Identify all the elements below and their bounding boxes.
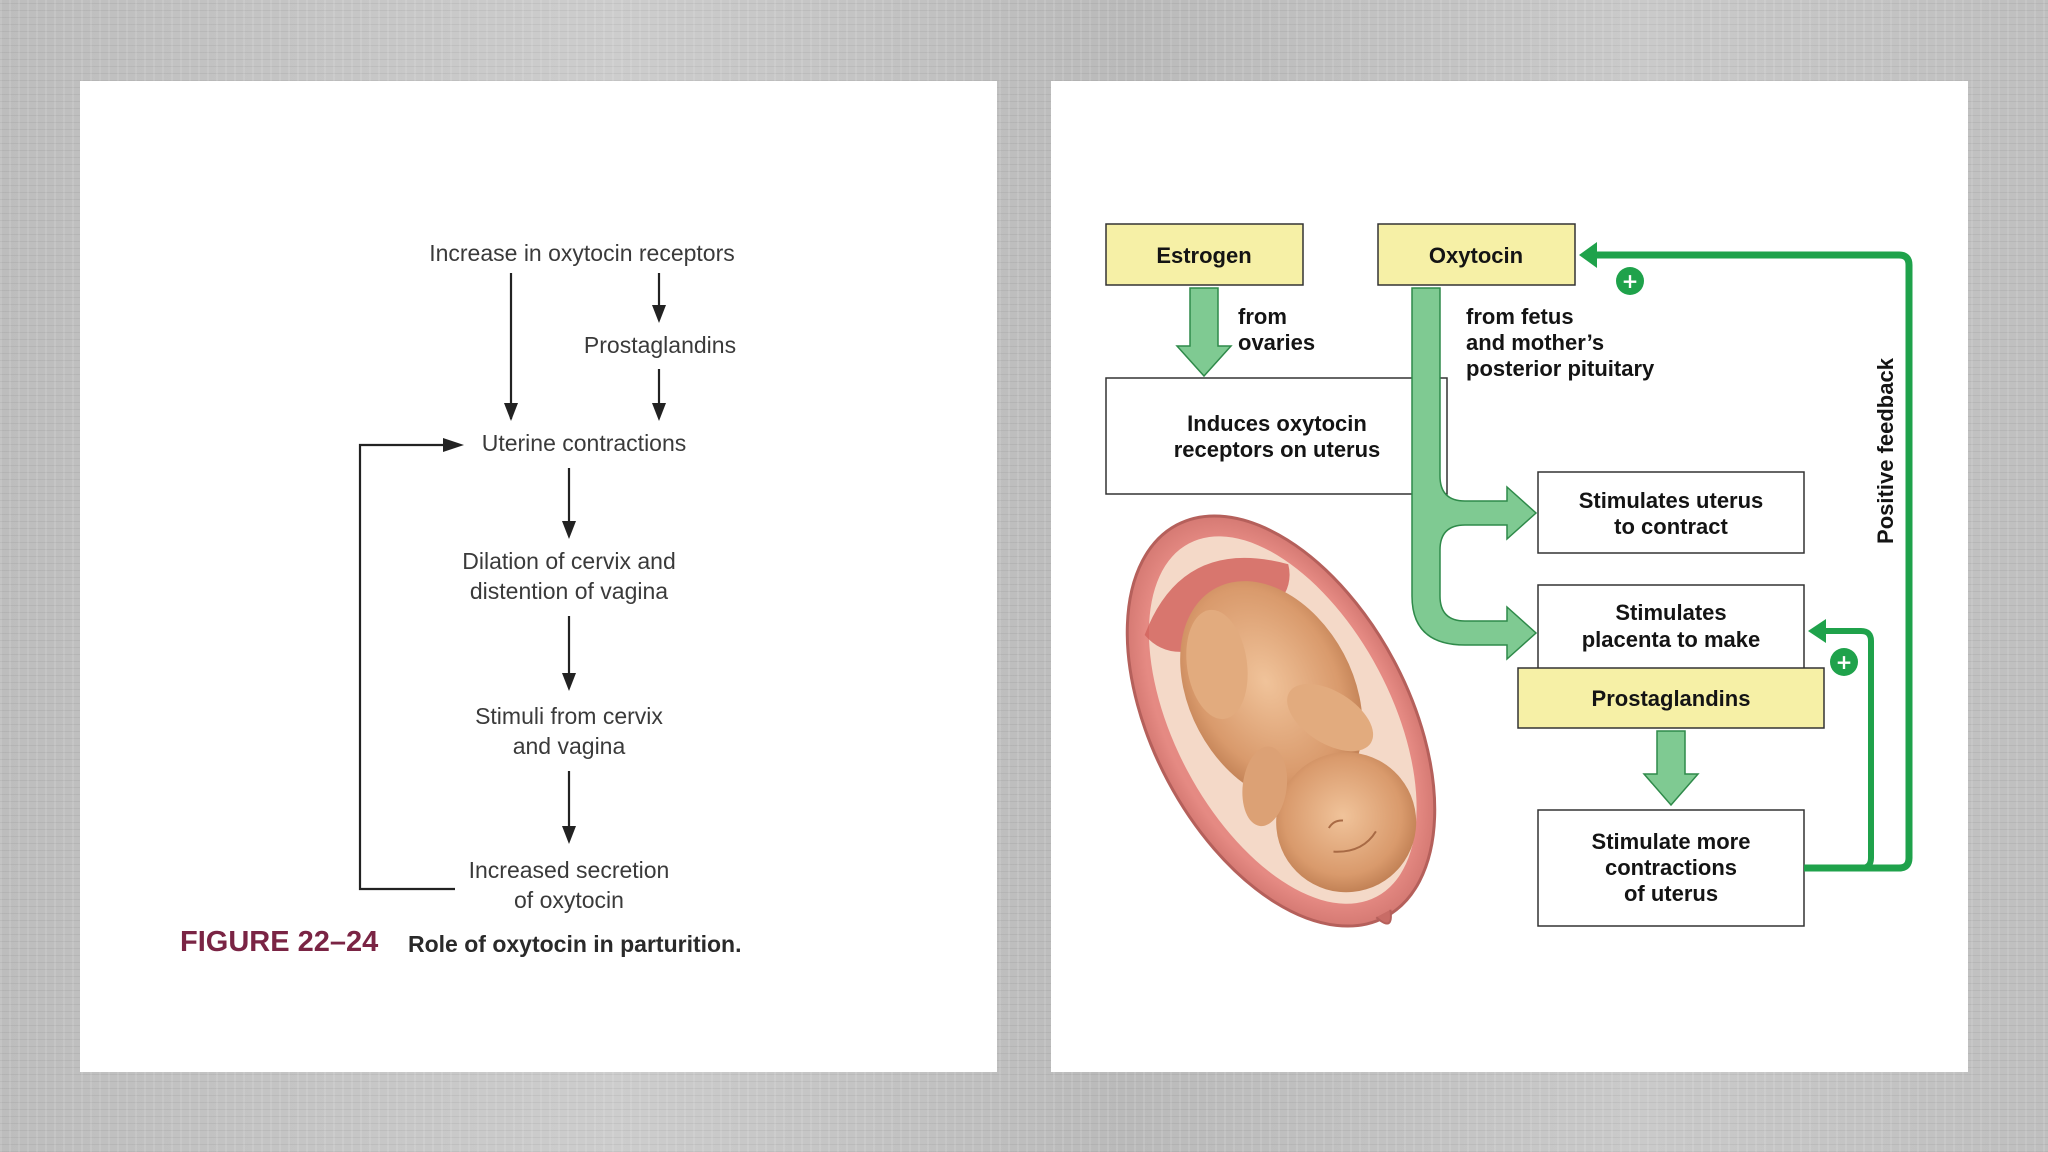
more-contractions-line3: of uterus [1624,881,1718,906]
prostaglandins-label: Prostaglandins [1592,686,1751,711]
positive-feedback-loop [1591,251,1913,872]
induces-line1: Induces oxytocin [1187,411,1367,436]
more-contractions-line1: Stimulate more [1592,829,1751,854]
left-figure-panel: Increase in oxytocin receptors Prostagla… [80,81,997,1072]
from-fetus-line3: posterior pituitary [1466,356,1655,381]
node-increase-receptors: Increase in oxytocin receptors [429,240,735,266]
node-uterine-contractions: Uterine contractions [482,430,687,456]
feedback-arrowhead [443,438,464,452]
arrowhead [504,403,518,421]
prostaglandins-arrow [1642,730,1700,807]
feedback-arrowhead-placenta [1808,619,1826,643]
stim-uterus-line2: to contract [1614,514,1728,539]
estrogen-box [1105,223,1304,286]
more-contractions-box [1537,809,1805,927]
stim-uterus-line1: Stimulates uterus [1579,488,1764,513]
node-dilation-line1: Dilation of cervix and [462,548,676,574]
estrogen-arrow [1175,287,1233,378]
plus-circle-inner [1830,648,1858,676]
arrowhead [562,826,576,844]
arrowhead [562,673,576,691]
from-ovaries-line2: ovaries [1238,330,1315,355]
from-fetus-line2: and mother’s [1466,330,1604,355]
oxytocin-arrow [1411,287,1538,661]
plus-symbol-inner: + [1836,650,1853,674]
feedback-loop-line [358,443,455,891]
from-fetus-line1: from fetus [1466,304,1574,329]
oxytocin-label: Oxytocin [1429,243,1523,268]
arrowhead [562,521,576,539]
stim-placenta-line1: Stimulates [1615,600,1726,625]
node-prostaglandins: Prostaglandins [584,332,736,358]
arrowhead [652,403,666,421]
oxytocin-flowchart: Increase in oxytocin receptors Prostagla… [180,240,742,958]
feedback-arrowhead-oxytocin [1579,242,1597,268]
plus-circle-top [1616,267,1644,295]
stimulates-placenta-box [1537,584,1805,673]
figure-number: FIGURE 22–24 [180,926,378,958]
node-stimuli-line2: and vagina [513,733,626,759]
induces-receptors-box [1105,377,1448,495]
positive-feedback-label: Positive feedback [1873,357,1898,544]
node-dilation-line2: distention of vagina [470,578,668,604]
node-stimuli-line1: Stimuli from cervix [475,703,663,729]
stimulates-uterus-box [1537,471,1805,554]
parturition-diagram: Estrogen Oxytocin Induces oxytocin recep… [1105,223,1913,928]
node-secretion-line2: of oxytocin [514,887,624,913]
oxytocin-box [1377,223,1576,286]
arrowhead [652,305,666,323]
prostaglandins-box [1517,667,1825,729]
estrogen-label: Estrogen [1156,243,1251,268]
more-contractions-line2: contractions [1605,855,1737,880]
inner-feedback-loop [1804,628,1874,871]
stim-placenta-line2: placenta to make [1582,627,1761,652]
right-figure-panel: Estrogen Oxytocin Induces oxytocin recep… [1051,81,1968,1072]
figure-caption: Role of oxytocin in parturition. [408,931,742,957]
uterus-fetus-illustration [1125,514,1437,928]
induces-line2: receptors on uterus [1174,437,1381,462]
from-ovaries-line1: from [1238,304,1287,329]
plus-symbol-top: + [1622,269,1639,293]
node-secretion-line1: Increased secretion [469,857,670,883]
